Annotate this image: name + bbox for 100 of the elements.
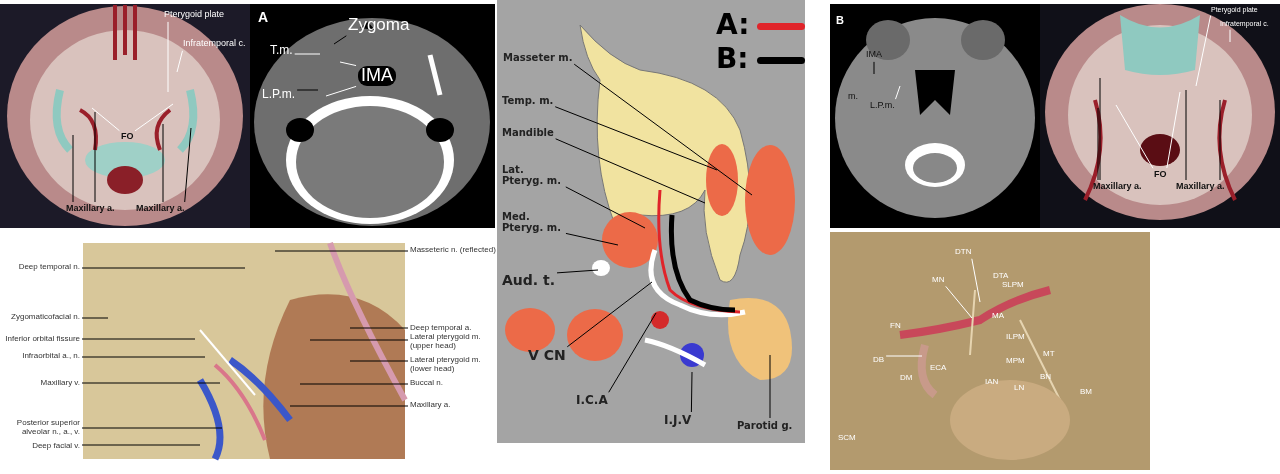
anatomy-label: Deep temporal a.	[410, 324, 472, 333]
leader-line	[895, 85, 901, 100]
leader-line	[325, 85, 357, 97]
anatomy-label: I.J.V	[664, 414, 692, 428]
leader-line	[349, 360, 409, 362]
anatomy-label: Deep temporal n.	[18, 263, 80, 272]
anatomy-label: SLPM	[1002, 281, 1024, 290]
anatomy-label: Maxillary a.	[136, 204, 185, 214]
leader-line	[1115, 104, 1154, 169]
leader-line	[1099, 77, 1101, 181]
anatomy-label: SCM	[838, 434, 856, 443]
anatomy-label: Posterior superior alveolar n., a., v.	[10, 419, 80, 437]
anatomy-label: Masseter m.	[503, 52, 573, 63]
leader-line	[294, 53, 321, 55]
leader-line	[81, 444, 201, 446]
leader-line	[296, 89, 319, 91]
leader-line	[81, 267, 246, 269]
leader-line	[565, 186, 646, 229]
anatomy-label: IMA	[358, 66, 396, 86]
leader-line	[81, 317, 109, 319]
anatomy-label: BN	[1040, 373, 1052, 382]
leader-line	[333, 35, 347, 45]
legend-label: B:	[716, 42, 749, 75]
legend-label: A:	[716, 8, 750, 41]
anatomy-label: T.m.	[270, 44, 293, 58]
leader-line	[873, 61, 875, 75]
anatomy-label: Parotid g.	[737, 420, 793, 431]
leader-line	[184, 127, 192, 203]
leader-line	[573, 63, 753, 196]
anatomy-label: Pterygoid plate	[164, 10, 225, 20]
anatomy-label: FO	[1154, 170, 1167, 180]
leader-line	[608, 312, 657, 393]
leader-line	[176, 50, 183, 73]
anatomy-label: MPM	[1006, 357, 1025, 366]
leader-line	[1229, 29, 1231, 43]
leader-line	[274, 250, 409, 252]
leader-line	[81, 356, 206, 358]
anatomy-label: Infraorbital a., n.	[22, 352, 80, 361]
leader-line	[299, 383, 409, 385]
leader-line	[554, 106, 718, 171]
anatomy-label: LN	[1014, 384, 1025, 393]
anatomy-label: Lat. Pteryg. m.	[502, 164, 564, 186]
leader-line	[1097, 107, 1099, 181]
anatomy-label: ILPM	[1006, 333, 1025, 342]
leader-line	[1219, 99, 1221, 181]
leader-line	[971, 258, 981, 303]
anatomy-label: Maxillary a.	[1176, 182, 1225, 192]
anatomy-label: L.P.m.	[262, 88, 296, 102]
leader-line	[81, 427, 223, 429]
panel-letter: B	[836, 14, 844, 27]
leader-line	[134, 103, 174, 132]
anatomy-label: L.P.m.	[870, 101, 895, 111]
anatomy-label: IMA	[866, 50, 882, 60]
leader-line	[769, 354, 771, 419]
leader-line	[945, 285, 973, 319]
leader-line	[565, 232, 619, 246]
anatomy-label: m.	[848, 92, 858, 102]
anatomy-label: MT	[1043, 350, 1055, 359]
anatomy-label: Med. Pteryg. m.	[502, 211, 564, 233]
leader-line	[1195, 15, 1212, 87]
leader-line	[1166, 91, 1181, 169]
anatomy-label: Lateral pterygoid m. (upper head)	[410, 333, 495, 351]
anatomy-label: MN	[932, 276, 945, 285]
leader-line	[1185, 89, 1187, 181]
anatomy-label: I.C.A	[576, 394, 608, 408]
anatomy-label: Maxillary a.	[410, 401, 451, 410]
anatomy-label: Masseteric n. (reflected)	[410, 246, 496, 255]
leader-line	[885, 355, 923, 357]
anatomy-label: Deep facial v.	[32, 442, 80, 451]
leader-line	[349, 327, 409, 329]
anatomy-label: Aud. t.	[502, 273, 556, 289]
anatomy-label: IAN	[985, 378, 999, 387]
anatomy-label: Lateral pterygoid m. (lower head)	[410, 356, 495, 374]
anatomy-label: Buccal n.	[410, 379, 443, 388]
anatomy-label: Maxillary a.	[1093, 182, 1142, 192]
leader-line	[91, 107, 120, 132]
anatomy-label: BM	[1080, 388, 1092, 397]
leader-line	[72, 134, 74, 203]
leader-line	[690, 371, 693, 413]
leader-line	[167, 21, 169, 93]
leader-line	[81, 338, 196, 340]
anatomy-label: DB	[873, 356, 885, 365]
anatomy-label: DTN	[955, 248, 972, 257]
leader-line	[555, 138, 706, 204]
anatomy-label: Zygomaticofacial n.	[11, 313, 80, 322]
anatomy-label: DM	[900, 374, 913, 383]
anatomy-label: Maxillary v.	[40, 379, 80, 388]
leader-line	[81, 382, 221, 384]
anatomy-label: Inferior orbital fissure	[5, 335, 80, 344]
anatomy-label: FN	[890, 322, 901, 331]
anatomy-label: Mandible	[502, 127, 554, 138]
leader-line	[309, 339, 409, 341]
anatomy-label: V CN	[528, 348, 566, 364]
anatomy-label: MA	[992, 312, 1004, 321]
leader-line	[162, 123, 164, 203]
panel-letter: A	[258, 10, 269, 26]
anatomy-label: Maxillary a.	[66, 204, 115, 214]
leader-line	[556, 269, 599, 274]
leader-line	[94, 111, 96, 203]
leader-line	[289, 405, 409, 407]
